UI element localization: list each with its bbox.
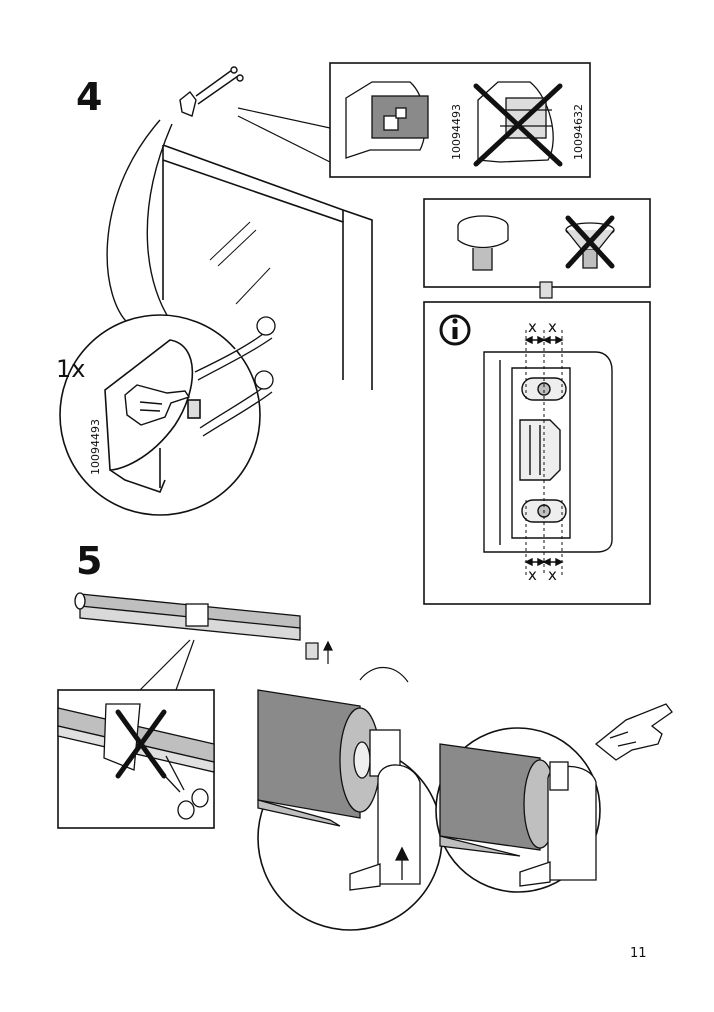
step-5-number: 5	[76, 539, 103, 583]
quantity-label: 1x	[56, 355, 86, 383]
step-4-number: 4	[76, 75, 103, 119]
dimension-label-bottom-right: x	[548, 566, 557, 584]
dimension-label-top-right: x	[548, 318, 557, 336]
page-number: 11	[630, 946, 647, 961]
info-icon	[439, 314, 471, 346]
dimension-label-top-left: x	[528, 318, 537, 336]
dimension-label-bottom-left: x	[528, 566, 537, 584]
